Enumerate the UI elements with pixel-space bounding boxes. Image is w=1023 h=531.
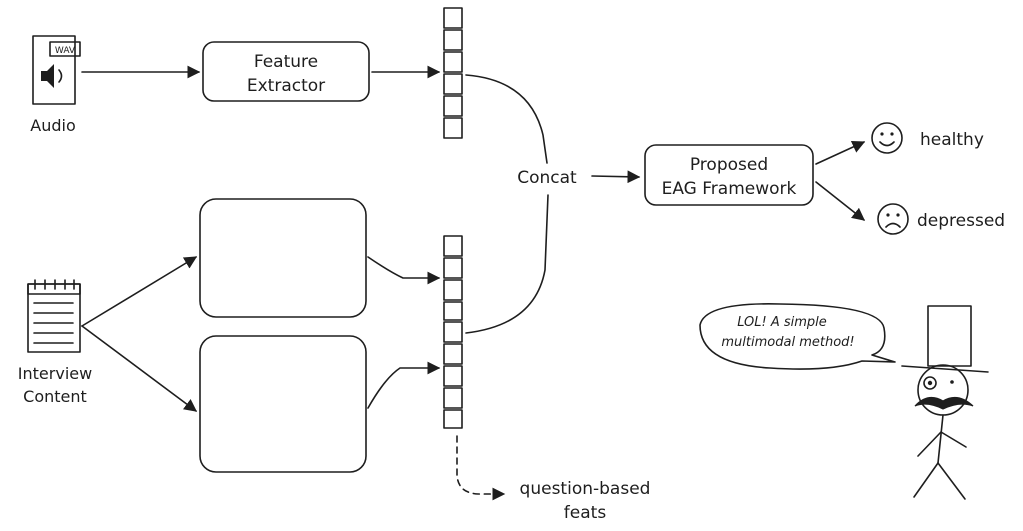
wav-badge: WAV <box>55 46 76 56</box>
framework-line1: Proposed <box>690 155 768 175</box>
list-item: - neutral num <box>214 409 320 425</box>
speech-line1: LOL! A simple <box>737 315 827 330</box>
question-feats-line2: feats <box>564 503 607 523</box>
happy-face-icon <box>871 122 903 154</box>
audio-feature-vector <box>443 7 463 139</box>
list-item: - negative num <box>214 428 328 444</box>
list-item: - pnn <box>214 447 255 463</box>
interview-label-line1: Interview <box>18 364 92 383</box>
statistic-box <box>199 335 367 473</box>
sad-face-icon <box>877 203 909 235</box>
concat-label: Concat <box>517 168 577 188</box>
question-title: Question <box>245 208 317 226</box>
depressed-label: depressed <box>917 211 1005 231</box>
list-item: - positive num <box>214 390 328 406</box>
feature-extractor-line2: Extractor <box>247 76 325 96</box>
connector-arrows <box>81 65 866 501</box>
notepad-icon <box>27 279 81 353</box>
list-item: - diagnosed <box>214 291 303 307</box>
audio-file-icon: WAV <box>32 35 81 105</box>
speech-bubble <box>699 303 896 370</box>
framework-line2: EAG Framework <box>662 179 797 199</box>
list-item: - feeling <box>214 253 287 269</box>
healthy-label: healthy <box>920 130 984 150</box>
statistic-title: Statistic <box>240 346 321 364</box>
feature-extractor-box <box>202 41 370 102</box>
list-item: - personality <box>214 272 320 288</box>
speech-line2: multimodal method! <box>721 335 854 350</box>
interview-label-line2: Content <box>23 387 87 406</box>
framework-box <box>644 144 814 206</box>
statistic-feature-vector <box>443 321 463 429</box>
question-box <box>199 198 367 318</box>
question-feature-vector <box>443 235 463 321</box>
stick-figure-icon <box>901 305 989 500</box>
list-item: - response num <box>214 371 328 387</box>
list-item: - sleep status <box>214 234 328 250</box>
feature-extractor-line1: Feature <box>254 52 318 72</box>
question-items: - sleep status - feeling - personality - di… <box>214 234 328 307</box>
statistic-items: - response num - positive num - neutral nu… <box>214 371 328 463</box>
question-feats-line1: question-based <box>520 479 651 499</box>
audio-label: Audio <box>30 116 75 135</box>
